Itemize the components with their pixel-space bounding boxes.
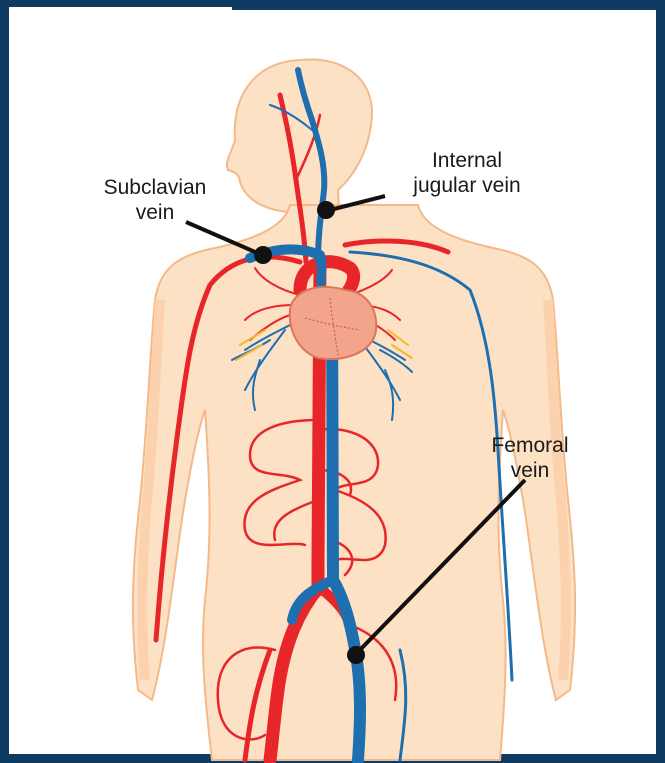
subclavian-vein-label: Subclavian vein: [80, 175, 230, 225]
jugular-callout-dot: [317, 201, 335, 219]
femoral-callout-dot: [347, 646, 365, 664]
subclavian-label-line1: Subclavian: [80, 175, 230, 200]
femoral-label-line2: vein: [480, 458, 580, 483]
internal-jugular-vein-label: Internal jugular vein: [392, 148, 542, 198]
subclavian-callout-dot: [254, 246, 272, 264]
subclavian-label-line2: vein: [80, 200, 230, 225]
jugular-label-line1: Internal: [392, 148, 542, 173]
femoral-vein-label: Femoral vein: [480, 433, 580, 483]
femoral-label-line1: Femoral: [480, 433, 580, 458]
jugular-label-line2: jugular vein: [392, 173, 542, 198]
